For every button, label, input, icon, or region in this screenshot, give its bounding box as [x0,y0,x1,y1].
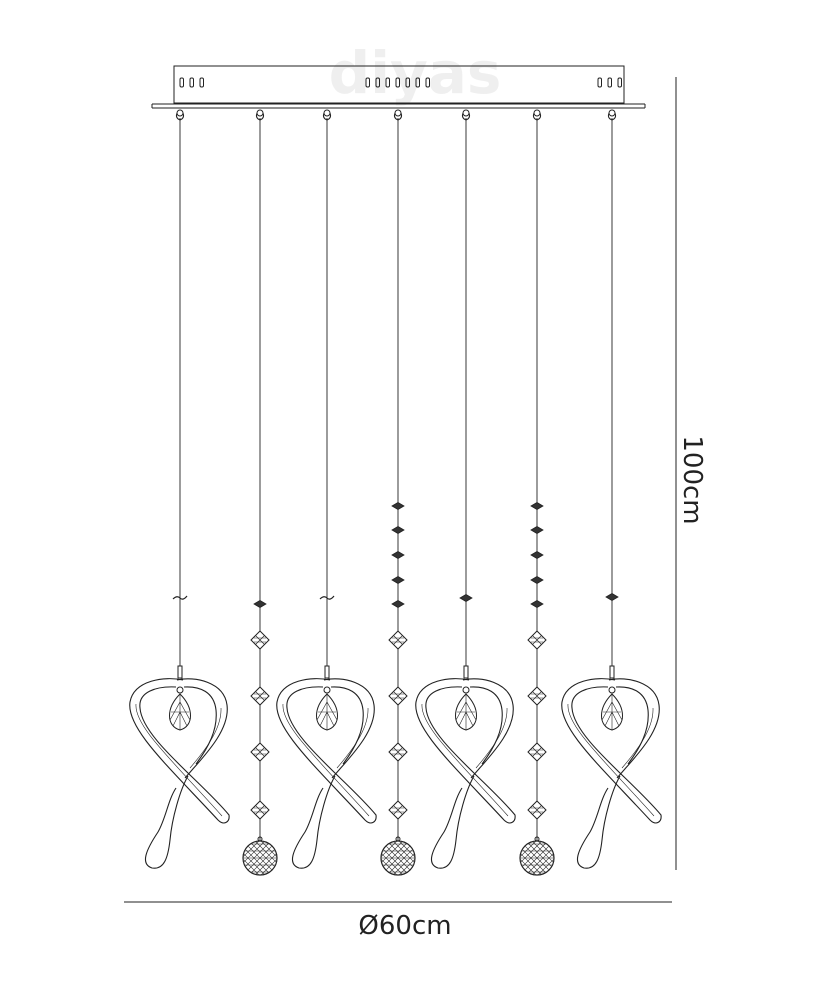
teardrop-crystal [316,686,338,731]
crystal-bead [391,576,405,584]
ribbon-highlight [282,703,370,817]
canopy-slot [597,77,602,88]
ribbon-band-right [291,678,375,869]
crystal-bead [391,502,405,510]
ceiling-hook [256,109,264,117]
crystal-bead [530,526,544,534]
crystal-ball [242,836,278,876]
diamond-crystal [527,742,547,762]
ceiling-hook [176,109,184,117]
crystal-bead [391,600,405,608]
canopy-slot [617,77,622,88]
drop [532,109,542,848]
ribbon-highlight [475,707,508,769]
crystal-ball-drop [519,630,555,876]
ribbon-pendant [129,665,230,869]
pendant-fitting [463,665,469,679]
ribbon-band-left [415,678,516,824]
crystal-bead [391,526,405,534]
diamond-crystal [250,800,270,820]
watermark: diyas [329,39,502,107]
crystal-ball [380,836,416,876]
ribbon-highlight [421,703,509,817]
wire-clip [172,595,188,600]
diamond-crystal [527,686,547,706]
drop [393,109,403,848]
ceiling-hook [323,109,331,117]
canopy-slot [415,77,420,88]
diamond-crystal [250,742,270,762]
canopy-slot [607,77,612,88]
diamond-crystal [388,800,408,820]
crystal-ball-drop [242,630,278,876]
teardrop-crystal [455,686,477,731]
ribbon-band-right [430,678,514,869]
pendant-drops [129,109,662,876]
teardrop-crystal [601,686,623,731]
ribbon-band-left [129,678,230,824]
crystal-bead [530,551,544,559]
ribbon-highlight [336,707,369,769]
crystal-bead [605,593,619,601]
crystal-ball [519,836,555,876]
canopy-slot [395,77,400,88]
ribbon-pendant [276,665,377,869]
ribbon-highlight [621,707,654,769]
crystal-bead [459,594,473,602]
canopy-slot [425,77,430,88]
canopy-slot [375,77,380,88]
teardrop-crystal [169,686,191,731]
ribbon-pendant [415,665,516,869]
canopy-slot [385,77,390,88]
ribbon-band-right [576,678,660,869]
canopy-slots [179,77,622,88]
drop [461,109,471,668]
wire-accents [172,502,619,608]
pendant-fitting [324,665,330,679]
diamond-crystal [527,630,547,650]
drop [175,109,185,668]
ceiling-canopy [151,65,646,109]
pendant-fitting [609,665,615,679]
canopy-slot [365,77,370,88]
diamond-crystal [250,630,270,650]
crystal-bead [530,576,544,584]
crystal-bead [530,600,544,608]
drop [322,109,332,668]
ribbon-band-left [561,678,662,824]
ribbon-band-left [276,678,377,824]
pendant-fitting [177,665,183,679]
wire-clip [319,595,335,600]
drop [255,109,265,848]
diamond-crystal [388,630,408,650]
diamond-crystal [388,686,408,706]
ribbon-pendant [561,665,662,869]
crystal-bead [530,502,544,510]
diamond-crystal [388,742,408,762]
ribbon-band-right [144,678,228,869]
canopy-slot [199,77,204,88]
canopy-slot [179,77,184,88]
ribbon-highlight [189,707,222,769]
width-dimension-label: Ø60cm [358,911,451,941]
ceiling-hook [394,109,402,117]
ceiling-hook [462,109,470,117]
diamond-crystal [250,686,270,706]
crystal-bead [391,551,405,559]
crystal-ball-drop [380,630,416,876]
canopy-slot [405,77,410,88]
ribbon-highlight [135,703,223,817]
diamond-crystal [527,800,547,820]
drop [607,109,617,668]
ceiling-hook [533,109,541,117]
crystal-bead [253,600,267,608]
ribbon-highlight [567,703,655,817]
canopy-slot [189,77,194,88]
height-dimension-label: 100cm [677,435,707,524]
ceiling-hook [608,109,616,117]
